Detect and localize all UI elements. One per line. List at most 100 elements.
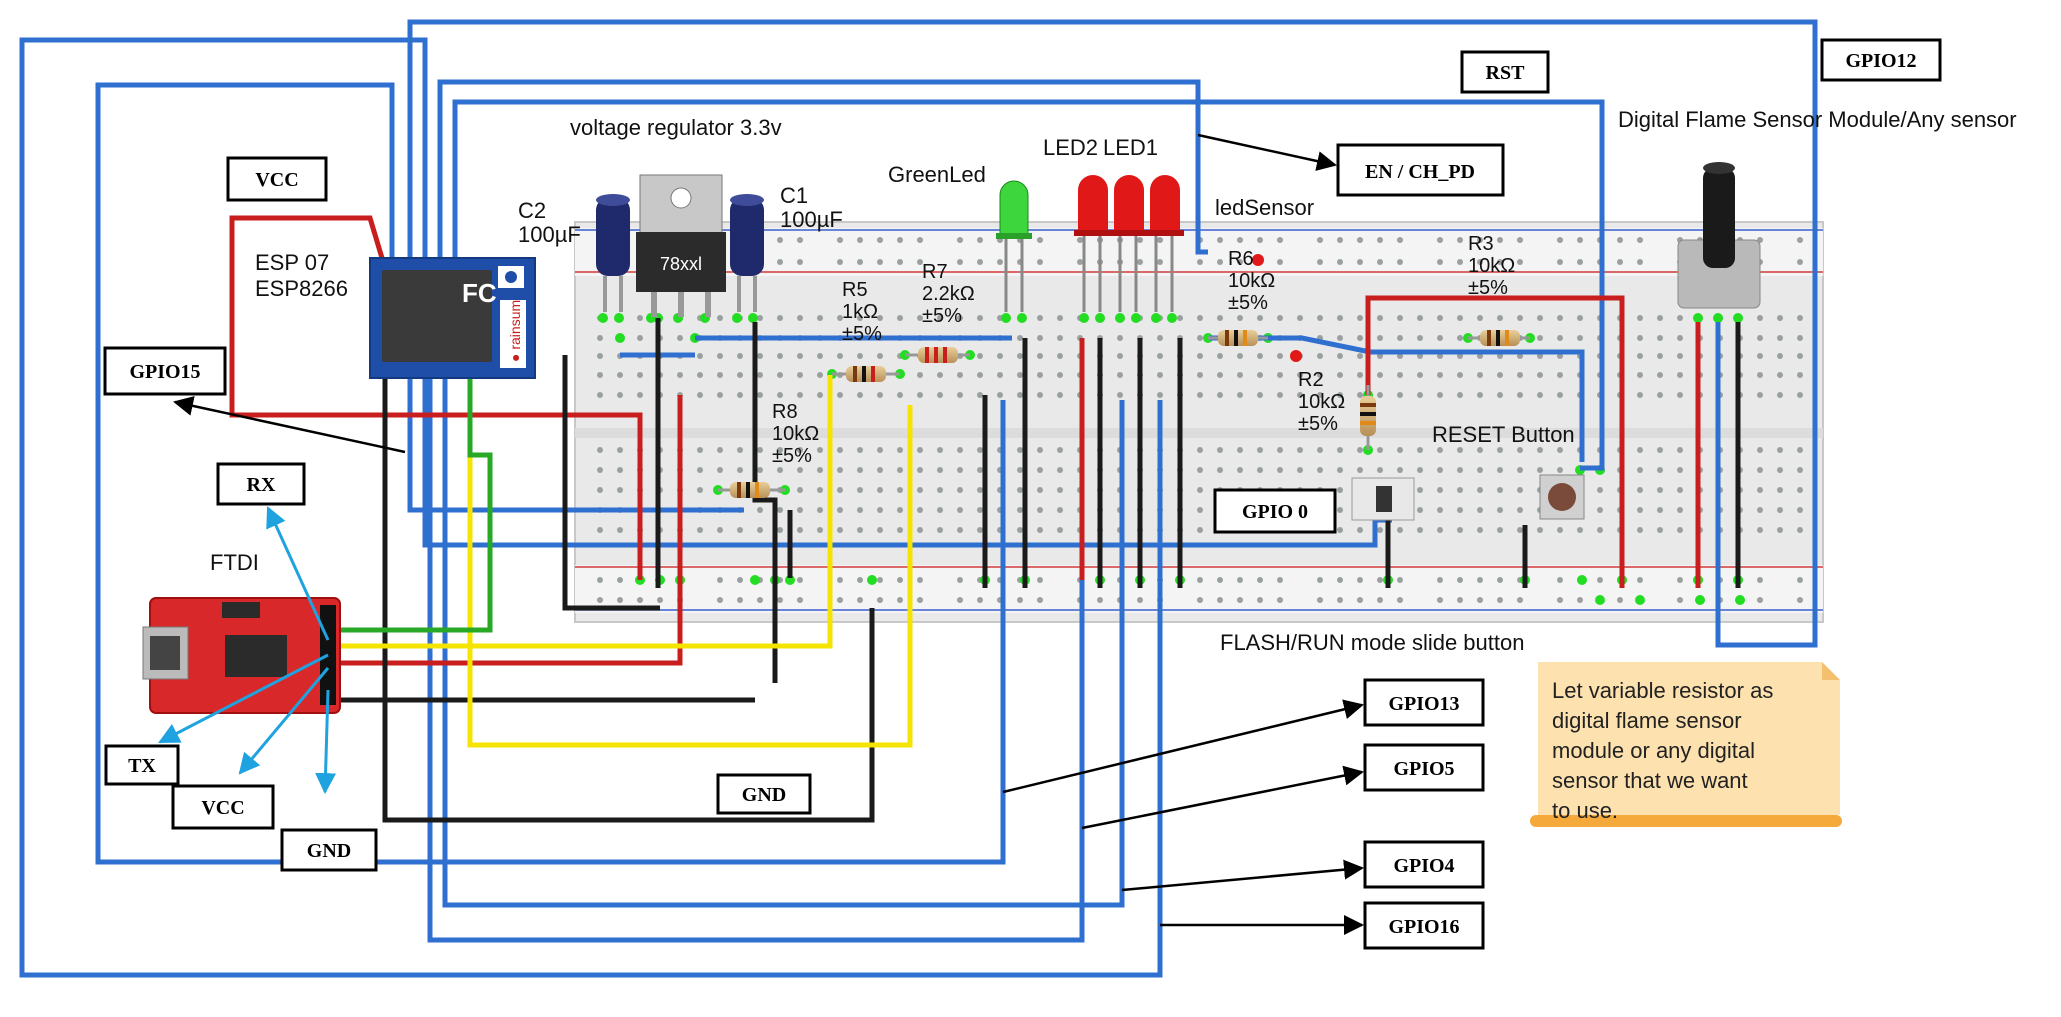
- breadboard-hole: [1797, 335, 1803, 341]
- breadboard-hole: [957, 507, 963, 513]
- breadboard-hole: [1377, 237, 1383, 243]
- breadboard-hole: [777, 447, 783, 453]
- breadboard-hole: [1277, 597, 1283, 603]
- breadboard-hole: [937, 447, 943, 453]
- breadboard-hole: [857, 447, 863, 453]
- breadboard-hole: [1017, 467, 1023, 473]
- breadboard-hole: [1137, 597, 1143, 603]
- regulator-part-label: 78xxl: [660, 254, 702, 274]
- breadboard-hole: [897, 447, 903, 453]
- breadboard-hole: [1037, 447, 1043, 453]
- breadboard-hole: [1457, 467, 1463, 473]
- breadboard-hole: [677, 335, 683, 341]
- breadboard-hole: [1797, 507, 1803, 513]
- breadboard-hole-used: [732, 313, 742, 323]
- breadboard-hole: [1497, 467, 1503, 473]
- breadboard-hole: [1777, 315, 1783, 321]
- breadboard-hole: [1637, 527, 1643, 533]
- breadboard-hole: [1137, 259, 1143, 265]
- breadboard-hole: [997, 392, 1003, 398]
- breadboard-hole: [1237, 447, 1243, 453]
- breadboard-hole: [897, 507, 903, 513]
- breadboard-hole: [837, 507, 843, 513]
- breadboard-hole: [1317, 447, 1323, 453]
- breadboard-hole: [1077, 237, 1083, 243]
- breadboard-hole: [1197, 335, 1203, 341]
- breadboard-hole: [1397, 335, 1403, 341]
- breadboard-hole: [597, 353, 603, 359]
- breadboard-hole: [1257, 372, 1263, 378]
- breadboard-hole: [1677, 315, 1683, 321]
- breadboard-hole: [1777, 507, 1783, 513]
- breadboard-hole: [797, 467, 803, 473]
- breadboard-hole: [1437, 507, 1443, 513]
- svg-text:±5%: ±5%: [1298, 413, 1338, 435]
- breadboard-hole: [1337, 597, 1343, 603]
- breadboard-hole-used: [1115, 313, 1125, 323]
- breadboard-hole: [877, 507, 883, 513]
- breadboard-hole: [1257, 237, 1263, 243]
- breadboard-hole: [1297, 467, 1303, 473]
- breadboard-hole: [937, 507, 943, 513]
- breadboard-hole: [777, 259, 783, 265]
- breadboard-hole: [1577, 315, 1583, 321]
- breadboard-hole: [617, 372, 623, 378]
- breadboard-hole: [1317, 467, 1323, 473]
- breadboard-hole: [1617, 259, 1623, 265]
- breadboard-hole: [777, 507, 783, 513]
- breadboard-hole: [1057, 467, 1063, 473]
- breadboard-hole: [1317, 372, 1323, 378]
- breadboard-hole: [1637, 315, 1643, 321]
- breadboard-hole: [1457, 527, 1463, 533]
- breadboard-hole: [617, 597, 623, 603]
- breadboard-hole: [617, 527, 623, 533]
- svg-text:R3: R3: [1468, 233, 1494, 255]
- breadboard-hole: [897, 259, 903, 265]
- breadboard-hole: [1197, 487, 1203, 493]
- breadboard-hole: [1557, 237, 1563, 243]
- breadboard-hole: [737, 447, 743, 453]
- breadboard-hole: [1757, 527, 1763, 533]
- breadboard-hole-used: [748, 313, 758, 323]
- breadboard-hole-used: [1733, 313, 1743, 323]
- breadboard-hole: [877, 597, 883, 603]
- breadboard-hole: [1437, 447, 1443, 453]
- breadboard-hole: [877, 577, 883, 583]
- breadboard-hole: [1477, 577, 1483, 583]
- breadboard-hole: [1197, 577, 1203, 583]
- breadboard-hole: [1037, 507, 1043, 513]
- svg-text:TX: TX: [128, 755, 156, 777]
- breadboard-hole: [1057, 487, 1063, 493]
- breadboard-hole: [1337, 467, 1343, 473]
- breadboard-hole: [1657, 353, 1663, 359]
- breadboard-hole-used: [1595, 595, 1605, 605]
- breadboard-hole: [877, 315, 883, 321]
- breadboard-hole: [1797, 447, 1803, 453]
- breadboard-hole: [797, 315, 803, 321]
- breadboard-hole: [1437, 335, 1443, 341]
- breadboard-hole: [1197, 372, 1203, 378]
- breadboard-hole-used: [614, 313, 624, 323]
- breadboard-hole: [1437, 577, 1443, 583]
- breadboard-hole: [1457, 597, 1463, 603]
- breadboard-hole: [1457, 577, 1463, 583]
- breadboard-hole: [1257, 597, 1263, 603]
- c2-name: C2: [518, 198, 546, 223]
- breadboard-hole: [1557, 372, 1563, 378]
- svg-text:GPIO 0: GPIO 0: [1242, 501, 1308, 523]
- slide-button-label: FLASH/RUN mode slide button: [1220, 630, 1524, 655]
- breadboard-hole: [1217, 259, 1223, 265]
- breadboard-hole: [1637, 577, 1643, 583]
- breadboard-hole: [697, 487, 703, 493]
- wire-blue-7: [442, 375, 1125, 908]
- breadboard-hole: [1057, 372, 1063, 378]
- breadboard-hole: [1037, 487, 1043, 493]
- breadboard-hole-used: [1577, 575, 1587, 585]
- breadboard-hole: [1417, 507, 1423, 513]
- breadboard-hole: [1757, 577, 1763, 583]
- breadboard-hole: [1357, 527, 1363, 533]
- label-gpio12: GPIO12: [1820, 38, 1942, 82]
- breadboard-hole: [937, 392, 943, 398]
- breadboard-hole: [897, 392, 903, 398]
- breadboard-hole: [1537, 335, 1543, 341]
